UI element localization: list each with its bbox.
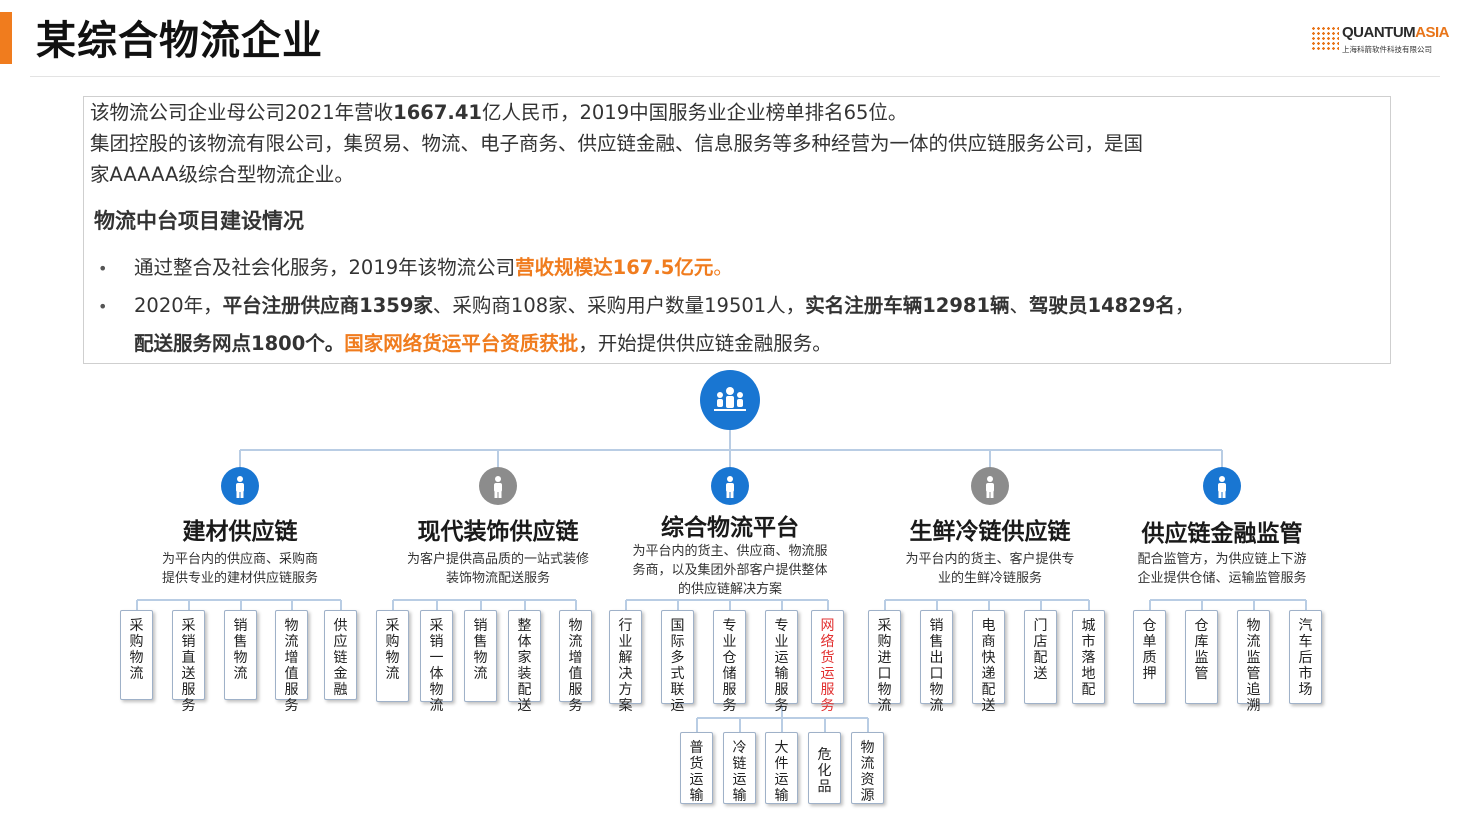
service-item: 仓单质押 [1133, 610, 1166, 704]
intro-box: 该物流公司企业母公司2021年营收1667.41亿人民币，2019中国服务业企业… [83, 96, 1391, 364]
transport-sub-item: 冷链运输 [723, 732, 756, 804]
service-item: 采购进口物流 [868, 610, 901, 714]
service-item: 物流增值服务 [275, 610, 308, 714]
description-line: 为客户提供高品质的一站式装修 [406, 552, 589, 567]
description-line: 为平台内的货主、客户提供专 [905, 552, 1075, 567]
bullet-item-1: 通过整合及社会化服务，2019年该物流公司营收规模达167.5亿元。 [134, 256, 733, 279]
person-icon [221, 467, 259, 505]
description-line: 提供专业的建材供应链服务 [161, 571, 318, 586]
category-title: 供应链金融监管 [1141, 521, 1303, 547]
service-item: 国际多式联运 [661, 610, 694, 714]
intro-line-1: 该物流公司企业母公司2021年营收1667.41亿人民币，2019中国服务业企业… [90, 101, 908, 124]
service-item: 整体家装配送 [508, 610, 541, 714]
person-icon [1203, 467, 1241, 505]
category-description: 为平台内的货主、供应商、物流服务商，以及集团外部客户提供整体的供应链解决方案 [610, 542, 850, 599]
service-item: 采销一体物流 [420, 610, 453, 714]
person-icon [479, 467, 517, 505]
category-title: 综合物流平台 [661, 515, 799, 541]
category-node [1203, 467, 1241, 505]
logo-subtitle: 上海科箭软件科技有限公司 [1342, 45, 1432, 54]
service-item: 销售物流 [224, 610, 257, 700]
bullet-item-2-line-2: 配送服务网点1800个。国家网络货运平台资质获批，开始提供供应链金融服务。 [134, 332, 832, 355]
bullet-item-2-line-1: 2020年，平台注册供应商1359家、采购商108家、采购用户数量19501人，… [134, 294, 1195, 317]
service-item: 城市落地配 [1072, 610, 1105, 704]
service-item: 物流监管追溯 [1237, 610, 1270, 714]
title-divider [30, 76, 1440, 77]
person-icon [711, 467, 749, 505]
service-item: 销售出口物流 [920, 610, 953, 714]
transport-sub-item: 物流资源 [851, 732, 884, 804]
title-accent-bar [0, 12, 12, 64]
description-line: 的供应链解决方案 [677, 582, 782, 597]
category-description: 为客户提供高品质的一站式装修装饰物流配送服务 [378, 550, 618, 588]
transport-sub-item: 危化品 [808, 732, 841, 804]
category-description: 为平台内的货主、客户提供专业的生鲜冷链服务 [870, 550, 1110, 588]
service-item: 专业运输服务 [765, 610, 798, 714]
logo-brand: QUANTUMASIA [1342, 24, 1449, 41]
category-node [479, 467, 517, 505]
service-item: 供应链金融 [324, 610, 357, 700]
category-node [221, 467, 259, 505]
description-line: 业的生鲜冷链服务 [937, 571, 1042, 586]
category-title: 现代装饰供应链 [417, 519, 579, 545]
intro-line-3: 家AAAAA级综合型物流企业。 [90, 163, 354, 186]
category-title: 生鲜冷链供应链 [909, 519, 1071, 545]
hub-node [700, 370, 760, 430]
description-line: 为平台内的货主、供应商、物流服 [632, 544, 828, 559]
service-item: 销售物流 [464, 610, 497, 702]
section-heading: 物流中台项目建设情况 [94, 209, 304, 233]
bullet-dot: • [98, 297, 108, 316]
transport-sub-item: 普货运输 [680, 732, 713, 804]
transport-sub-item: 大件运输 [765, 732, 798, 804]
service-item: 采销直送服务 [172, 610, 205, 714]
service-item: 仓库监管 [1185, 610, 1218, 704]
service-item: 专业仓储服务 [713, 610, 746, 714]
people-group-icon [700, 370, 760, 430]
service-item: 采购物流 [120, 610, 153, 700]
intro-line-2: 集团控股的该物流有限公司，集贸易、物流、电子商务、供应链金融、信息服务等多种经营… [90, 132, 1144, 155]
category-title: 建材供应链 [182, 519, 298, 545]
service-item: 门店配送 [1024, 610, 1057, 704]
service-item: 汽车后市场 [1289, 610, 1322, 704]
description-line: 配合监管方，为供应链上下游 [1137, 552, 1307, 567]
category-description: 为平台内的供应商、采购商提供专业的建材供应链服务 [120, 550, 360, 588]
description-line: 为平台内的供应商、采购商 [161, 552, 318, 567]
logo-dots-icon [1311, 26, 1339, 52]
service-item: 网络货运服务 [811, 610, 844, 714]
category-description: 配合监管方，为供应链上下游企业提供仓储、运输监管服务 [1102, 550, 1342, 588]
service-item: 采购物流 [376, 610, 409, 702]
service-item: 物流增值服务 [559, 610, 592, 714]
category-node [971, 467, 1009, 505]
page-title: 某综合物流企业 [36, 18, 323, 64]
description-line: 装饰物流配送服务 [445, 571, 550, 586]
category-node [711, 467, 749, 505]
bullet-dot: • [98, 259, 108, 278]
description-line: 务商，以及集团外部客户提供整体 [632, 563, 828, 578]
service-item: 行业解决方案 [609, 610, 642, 714]
person-icon [971, 467, 1009, 505]
company-logo: QUANTUMASIA 上海科箭软件科技有限公司 [1311, 24, 1449, 58]
description-line: 企业提供仓储、运输监管服务 [1137, 571, 1307, 586]
service-item: 电商快递配送 [972, 610, 1005, 714]
